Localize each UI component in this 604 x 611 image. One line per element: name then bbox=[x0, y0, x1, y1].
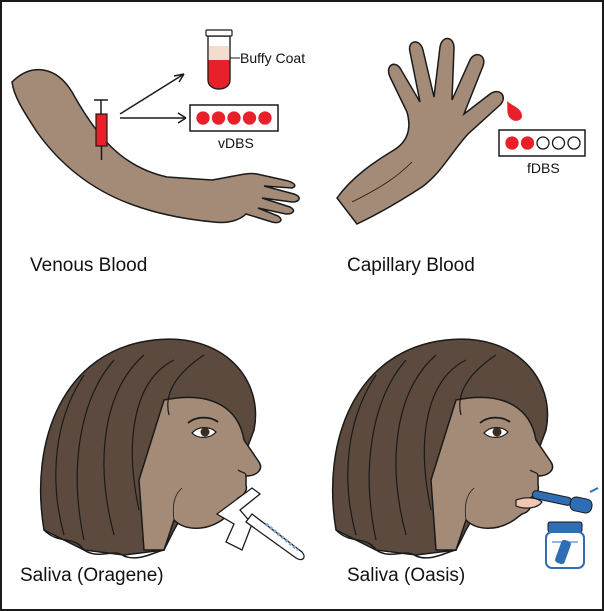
blood-drop-icon bbox=[507, 101, 522, 121]
vdbs-spots bbox=[196, 111, 272, 125]
blood-tube-icon bbox=[205, 29, 240, 90]
capillary-hand-illustration bbox=[336, 37, 504, 225]
buffy-coat-label: Buffy Coat bbox=[240, 50, 306, 66]
oasis-head-illustration bbox=[331, 338, 554, 559]
oragene-device-icon bbox=[215, 487, 305, 561]
vdbs-label: vDBS bbox=[218, 135, 254, 151]
oragene-head-illustration bbox=[39, 338, 262, 559]
blood-spot-filled bbox=[520, 136, 535, 150]
fdbs-label: fDBS bbox=[527, 160, 560, 176]
fdbs-spots bbox=[505, 136, 581, 150]
saliva-oasis-label: Saliva (Oasis) bbox=[347, 565, 466, 586]
oasis-swab-icon bbox=[531, 487, 599, 514]
blood-spot-empty bbox=[567, 136, 581, 150]
blood-spot-filled bbox=[196, 111, 210, 125]
venous-arm-illustration bbox=[11, 68, 300, 224]
oasis-vial-icon bbox=[545, 521, 585, 569]
syringe-icon bbox=[94, 99, 108, 160]
blood-spot-empty bbox=[551, 136, 566, 150]
blood-spot-filled bbox=[505, 136, 519, 150]
venous-blood-label: Venous Blood bbox=[30, 255, 148, 276]
vdbs-card bbox=[189, 104, 279, 132]
blood-spot-filled bbox=[227, 111, 241, 125]
arrow-to-tube-icon bbox=[119, 73, 185, 115]
fdbs-card bbox=[498, 129, 586, 157]
arrow-to-card-icon bbox=[120, 112, 187, 124]
blood-spot-filled bbox=[242, 111, 257, 125]
blood-spot-filled bbox=[211, 111, 226, 125]
blood-spot-filled bbox=[258, 111, 272, 125]
saliva-oragene-label: Saliva (Oragene) bbox=[20, 565, 164, 586]
blood-spot-empty bbox=[536, 136, 550, 150]
capillary-blood-label: Capillary Blood bbox=[347, 255, 475, 276]
